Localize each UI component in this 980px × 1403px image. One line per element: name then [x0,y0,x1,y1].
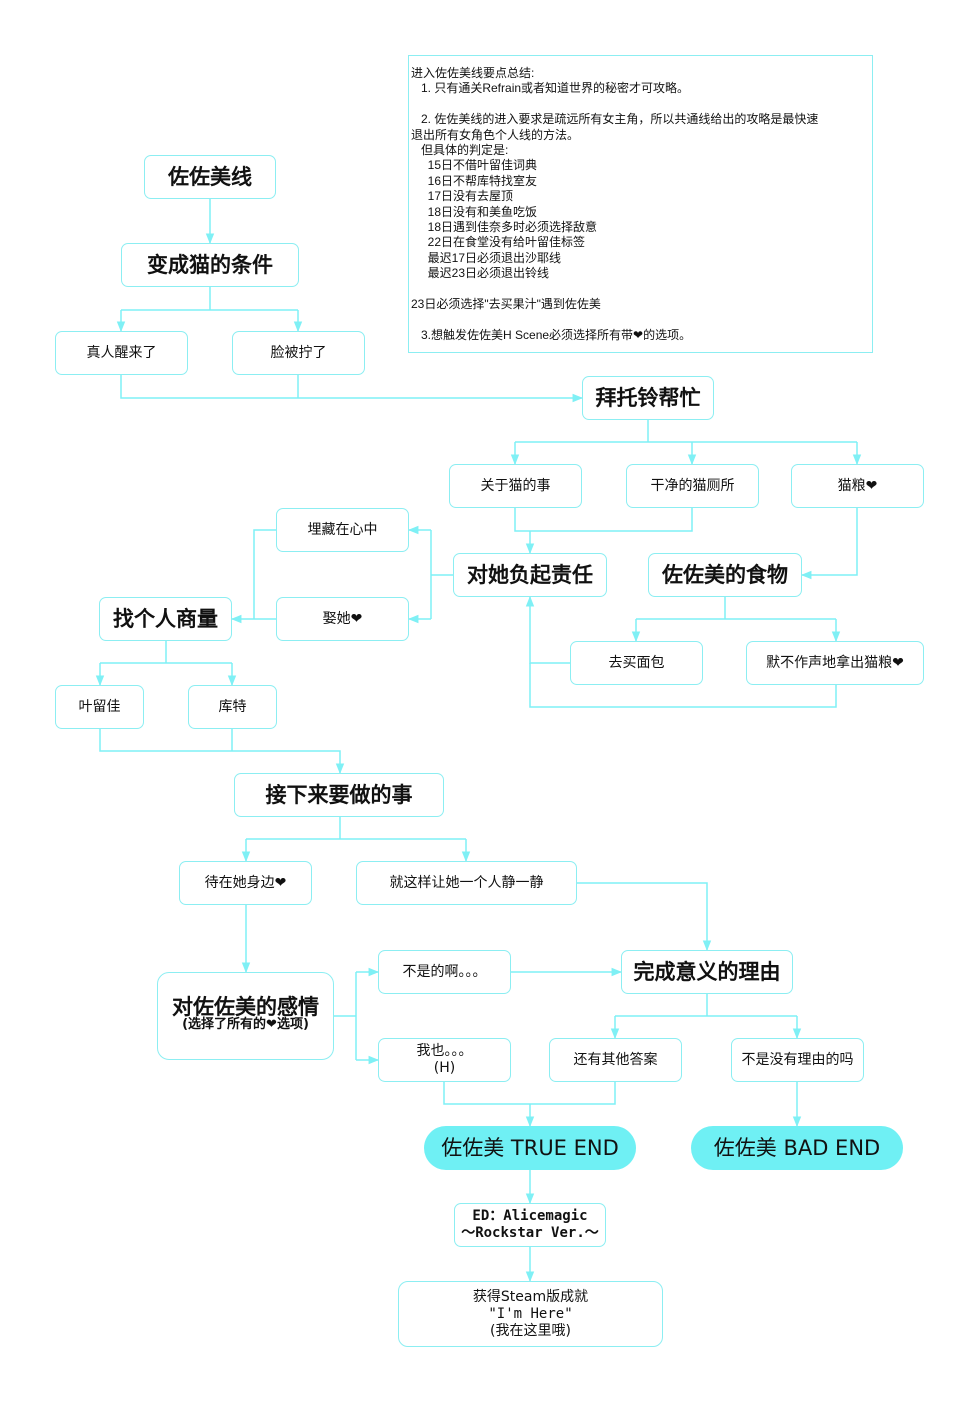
node-consult: 找个人商量 [99,597,232,641]
node-keep-inside: 埋藏在心中 [276,508,409,552]
note-line: 15日不借叶留佳词典 [411,158,538,173]
node-clean-litter: 干净的猫厕所 [626,464,759,508]
note-line: 22日在食堂没有给叶留佳标签 [411,235,586,250]
node-bad-end: 佐佐美 BAD END [691,1126,903,1170]
note-line: 16日不帮库特找室友 [411,173,538,188]
node-buy-bread: 去买面包 [570,641,703,685]
note-line: 2. 佐佐美线的进入要求是疏远所有女主角，所以共通线给出的攻略是最快速 [411,112,819,127]
node-reason: 完成意义的理由 [621,950,793,994]
connector-line [514,508,693,532]
node-me-too: 我也。。。 (H) [378,1038,511,1082]
node-ask-rin: 拜托铃帮忙 [582,376,714,420]
connector-line [525,595,570,664]
note-line: 进入佐佐美线要点总结: [411,66,535,80]
node-me-too-h: (H) [433,1060,456,1076]
note-line: 最迟17日必须退出沙耶线 [411,250,562,265]
note-line: 17日没有去屋顶 [411,189,514,204]
note-line: 1. 只有通关Refrain或者知道世界的秘密才可攻略。 [411,81,690,96]
node-silent-catfood: 默不作声地拿出猫粮❤ [746,641,924,685]
node-leave-alone: 就这样让她一个人静一静 [356,861,577,905]
node-steam-achievement: 获得Steam版成就 "I'm Here" (我在这里哦) [398,1281,663,1347]
node-ed-song: ED：Alicemagic ～Rockstar Ver.～ [454,1203,606,1247]
node-stay-beside: 待在她身边❤ [179,861,312,905]
connector-line [443,1082,616,1105]
node-feelings-sub: (选择了所有的❤选项) [182,1017,309,1032]
connector-line [253,529,276,619]
connector-line [577,882,712,952]
node-next-thing: 接下来要做的事 [234,773,444,817]
node-steam-title: 获得Steam版成就 [472,1288,589,1305]
note-line: 18日没有和美鱼吃饭 [411,204,538,219]
node-not-so: 不是的啊。。。 [378,950,511,994]
summary-note: 进入佐佐美线要点总结: 1. 只有通关Refrain或者知道世界的秘密才可攻略。… [408,55,873,353]
note-line: 退出所有女角色个人线的方法。 [411,127,580,142]
note-line: 最迟23日必须退出铃线 [411,266,550,281]
note-line [411,97,870,112]
node-ed-title: ED：Alicemagic [472,1208,588,1224]
note-line: 3.想触发佐佐美H Scene必须选择所有带❤的选项。 [411,327,692,342]
note-line: 23日必须选择"去买果汁"遇到佐佐美 [411,297,601,312]
node-kud: 库特 [188,685,277,729]
node-sasami-food: 佐佐美的食物 [648,553,802,597]
node-steam-translation: (我在这里哦) [490,1322,571,1339]
node-other-answer: 还有其他答案 [549,1038,682,1082]
note-line: 18日遇到佳奈多时必须选择敌意 [411,220,598,235]
note-line: 但具体的判定是: [411,143,509,158]
node-sasami-route: 佐佐美线 [144,155,276,199]
node-cat-food: 猫粮❤ [791,464,924,508]
node-feelings: 对佐佐美的感情 (选择了所有的❤选项) [157,972,334,1060]
node-me-too-label: 我也。。。 [416,1043,473,1059]
node-masato-wakes: 真人醒来了 [55,331,188,375]
node-marry-her: 娶她❤ [276,597,409,641]
node-feelings-title: 对佐佐美的感情 [172,995,319,1019]
connector-line [99,729,345,775]
connector-line [120,375,584,403]
node-steam-name: "I'm Here" [488,1305,573,1322]
node-true-end: 佐佐美 TRUE END [424,1126,636,1170]
note-line [411,282,870,297]
connector-line [529,663,837,708]
node-haruka: 叶留佳 [55,685,144,729]
node-about-cats: 关于猫的事 [449,464,582,508]
node-cat-condition: 变成猫的条件 [121,243,299,287]
node-not-without-reason: 不是没有理由的吗 [731,1038,864,1082]
note-line [411,313,870,328]
node-face-pinched: 脸被拧了 [232,331,365,375]
node-take-responsibility: 对她负起责任 [453,553,607,597]
node-ed-sub: ～Rockstar Ver.～ [461,1225,599,1241]
connector-line [800,508,858,580]
